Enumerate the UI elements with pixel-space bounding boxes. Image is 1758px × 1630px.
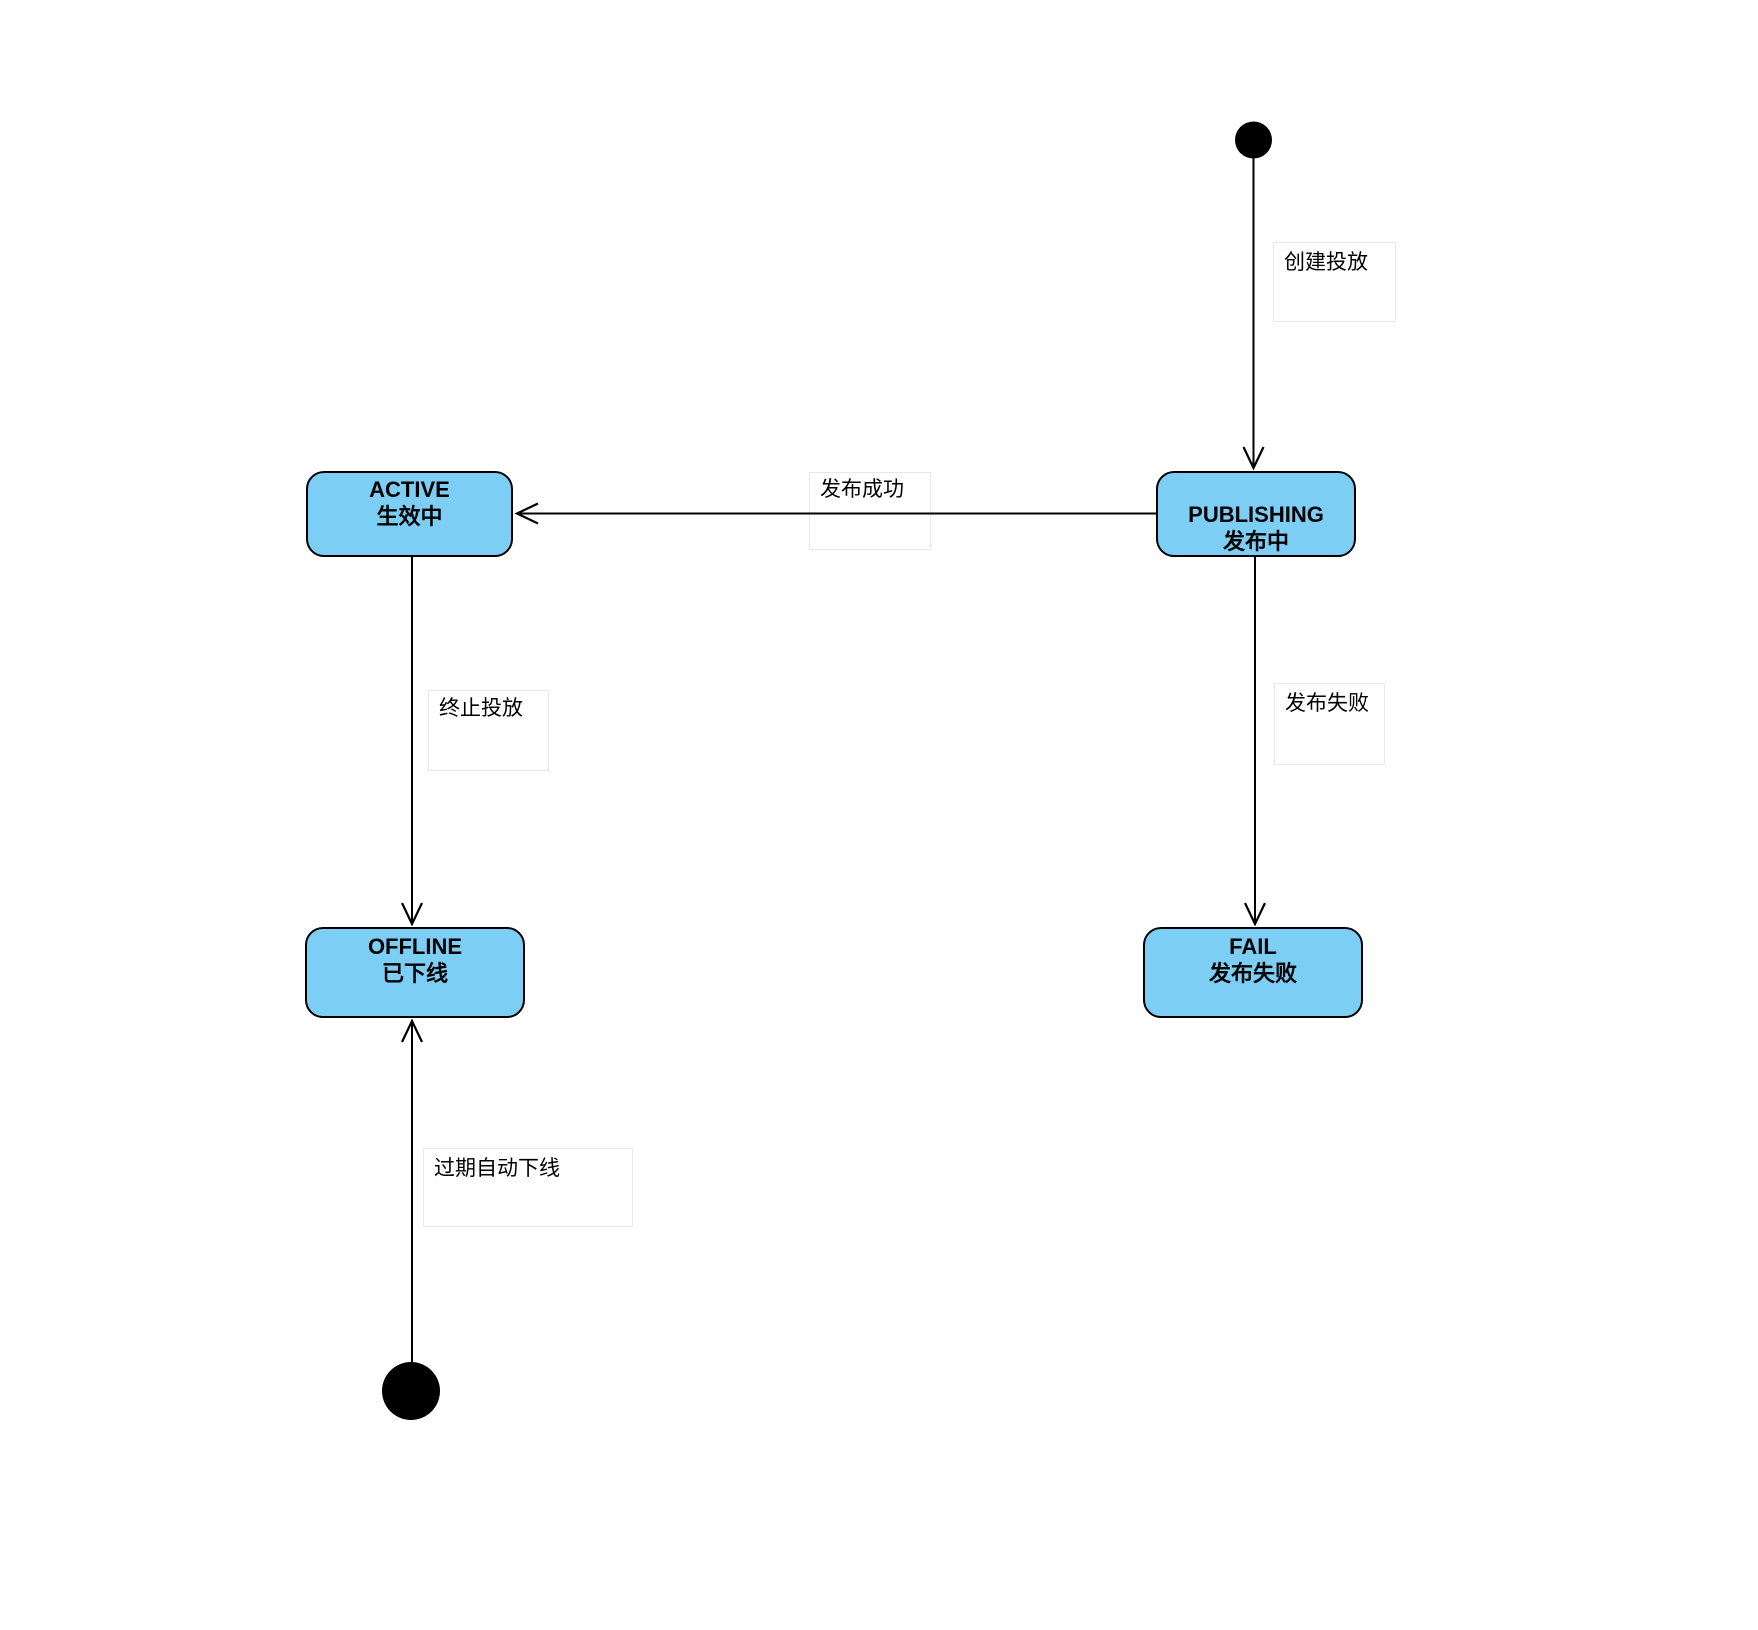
state-active: ACTIVE 生效中 xyxy=(306,471,513,557)
state-subtitle: 发布中 xyxy=(1222,529,1289,554)
state-subtitle: 发布失败 xyxy=(1208,961,1297,986)
state-name: FAIL xyxy=(1229,934,1277,959)
initial-state-dot xyxy=(1235,121,1272,159)
edge-label-auto-offline: 过期自动下线 xyxy=(423,1148,633,1227)
state-name: PUBLISHING xyxy=(1188,502,1324,527)
state-fail: FAIL 发布失败 xyxy=(1143,927,1363,1018)
state-offline: OFFLINE 已下线 xyxy=(305,927,525,1018)
edge-label-create: 创建投放 xyxy=(1273,242,1396,322)
state-subtitle: 生效中 xyxy=(376,504,443,529)
edge-label-publish-success: 发布成功 xyxy=(809,472,931,550)
state-name: ACTIVE xyxy=(369,477,450,502)
bottom-state-dot xyxy=(382,1362,440,1420)
state-publishing: PUBLISHING 发布中 xyxy=(1156,471,1356,557)
edge-label-publish-fail: 发布失败 xyxy=(1274,683,1385,765)
edge-label-terminate: 终止投放 xyxy=(428,690,549,771)
state-subtitle: 已下线 xyxy=(381,961,448,986)
state-name: OFFLINE xyxy=(367,934,463,959)
